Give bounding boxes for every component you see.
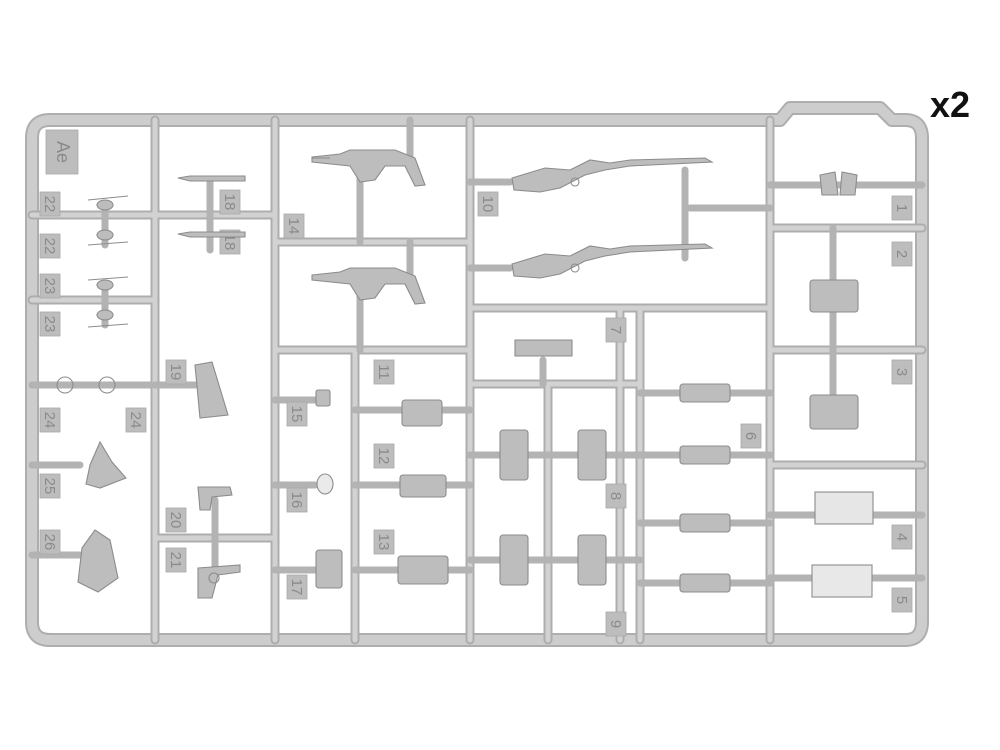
- part-number-label: 5: [893, 596, 910, 604]
- part-number-label: 23: [41, 278, 58, 295]
- part-number-label: 9: [607, 620, 624, 628]
- sprue-multiplier: x2: [930, 84, 971, 125]
- holster-icon: [514, 339, 573, 357]
- part-number-label: 24: [41, 412, 58, 429]
- part-number-tab: [373, 443, 395, 469]
- part-number-label: 21: [167, 552, 184, 569]
- holster-icon: [315, 389, 343, 589]
- part-number-tab: [477, 191, 499, 217]
- gas-mask-canister-icon: [77, 440, 127, 593]
- sprue-letter: Ae: [53, 141, 73, 163]
- part-number-label: 11: [375, 364, 392, 380]
- submachine-gun-icon: [311, 267, 426, 305]
- part-number-label: 17: [288, 579, 305, 596]
- part-number-tab: [891, 359, 913, 385]
- part-number-tab: [39, 473, 61, 499]
- part-number-tab: [605, 483, 627, 509]
- binoculars-icon: [819, 171, 858, 196]
- gas-mask-canister-icon: [87, 195, 129, 328]
- pistol-icon: [197, 486, 233, 511]
- part-number-label: 18: [221, 194, 238, 211]
- map-case-icon: [809, 279, 874, 598]
- part-number-tab: [39, 529, 61, 555]
- part-number-label: 22: [41, 196, 58, 213]
- part-number-tab: [165, 359, 187, 385]
- part-number-tab: [891, 587, 913, 613]
- part-number-tabs: 1234567891011121314151617181819202122222…: [39, 189, 913, 637]
- revolver-icon: [197, 564, 241, 599]
- ammo-pouch-icon: [499, 429, 607, 586]
- part-number-tab: [39, 311, 61, 337]
- part-number-label: 13: [375, 534, 392, 551]
- part-number-tab: [891, 524, 913, 550]
- part-number-label: 12: [375, 448, 392, 465]
- part-number-tab: [373, 529, 395, 555]
- rifle-icon: [511, 157, 714, 193]
- part-number-tab: [125, 407, 147, 433]
- part-number-label: 18: [221, 234, 238, 251]
- part-number-label: 16: [288, 492, 305, 509]
- ammo-pouch-icon: [397, 399, 449, 585]
- part-number-tab: [605, 317, 627, 343]
- part-number-tab: [891, 241, 913, 267]
- part-number-tab: [39, 407, 61, 433]
- part-number-label: 10: [479, 196, 496, 213]
- part-number-tab: [605, 611, 627, 637]
- part-number-label: 14: [285, 218, 302, 235]
- part-number-label: 20: [167, 512, 184, 529]
- gas-mask-canister-icon: [56, 376, 116, 394]
- part-number-tab: [891, 195, 913, 221]
- part-number-tab: [373, 359, 395, 385]
- part-number-label: 24: [127, 412, 144, 429]
- part-number-tab: [219, 189, 241, 215]
- part-number-tab: [165, 507, 187, 533]
- part-number-label: 23: [41, 316, 58, 333]
- part-number-tab: [286, 401, 308, 427]
- part-number-label: 6: [742, 432, 759, 440]
- sprue-letter-tag: Ae: [45, 129, 79, 175]
- part-number-label: 26: [41, 534, 58, 551]
- part-number-label: 3: [893, 368, 910, 376]
- submachine-gun-icon: [311, 149, 426, 187]
- part-number-tab: [39, 191, 61, 217]
- part-number-tab: [39, 233, 61, 259]
- bayonet-icon: [177, 175, 246, 238]
- part-number-label: 8: [607, 492, 624, 500]
- part-number-label: 25: [41, 478, 58, 495]
- part-number-tab: [283, 213, 305, 239]
- part-number-tab: [740, 423, 762, 449]
- rifle-icon: [511, 243, 714, 279]
- part-number-label: 7: [607, 326, 624, 334]
- holster-icon: [194, 361, 229, 419]
- part-number-label: 15: [288, 406, 305, 423]
- part-number-label: 22: [41, 238, 58, 255]
- part-number-label: 2: [893, 250, 910, 258]
- part-number-label: 19: [167, 364, 184, 381]
- parts: [56, 149, 874, 599]
- part-number-tab: [39, 273, 61, 299]
- part-number-label: 1: [893, 204, 910, 212]
- part-number-tab: [286, 487, 308, 513]
- part-number-label: 4: [893, 533, 910, 541]
- part-number-tab: [286, 574, 308, 600]
- part-number-tab: [165, 547, 187, 573]
- ammo-pouch-icon: [679, 383, 731, 593]
